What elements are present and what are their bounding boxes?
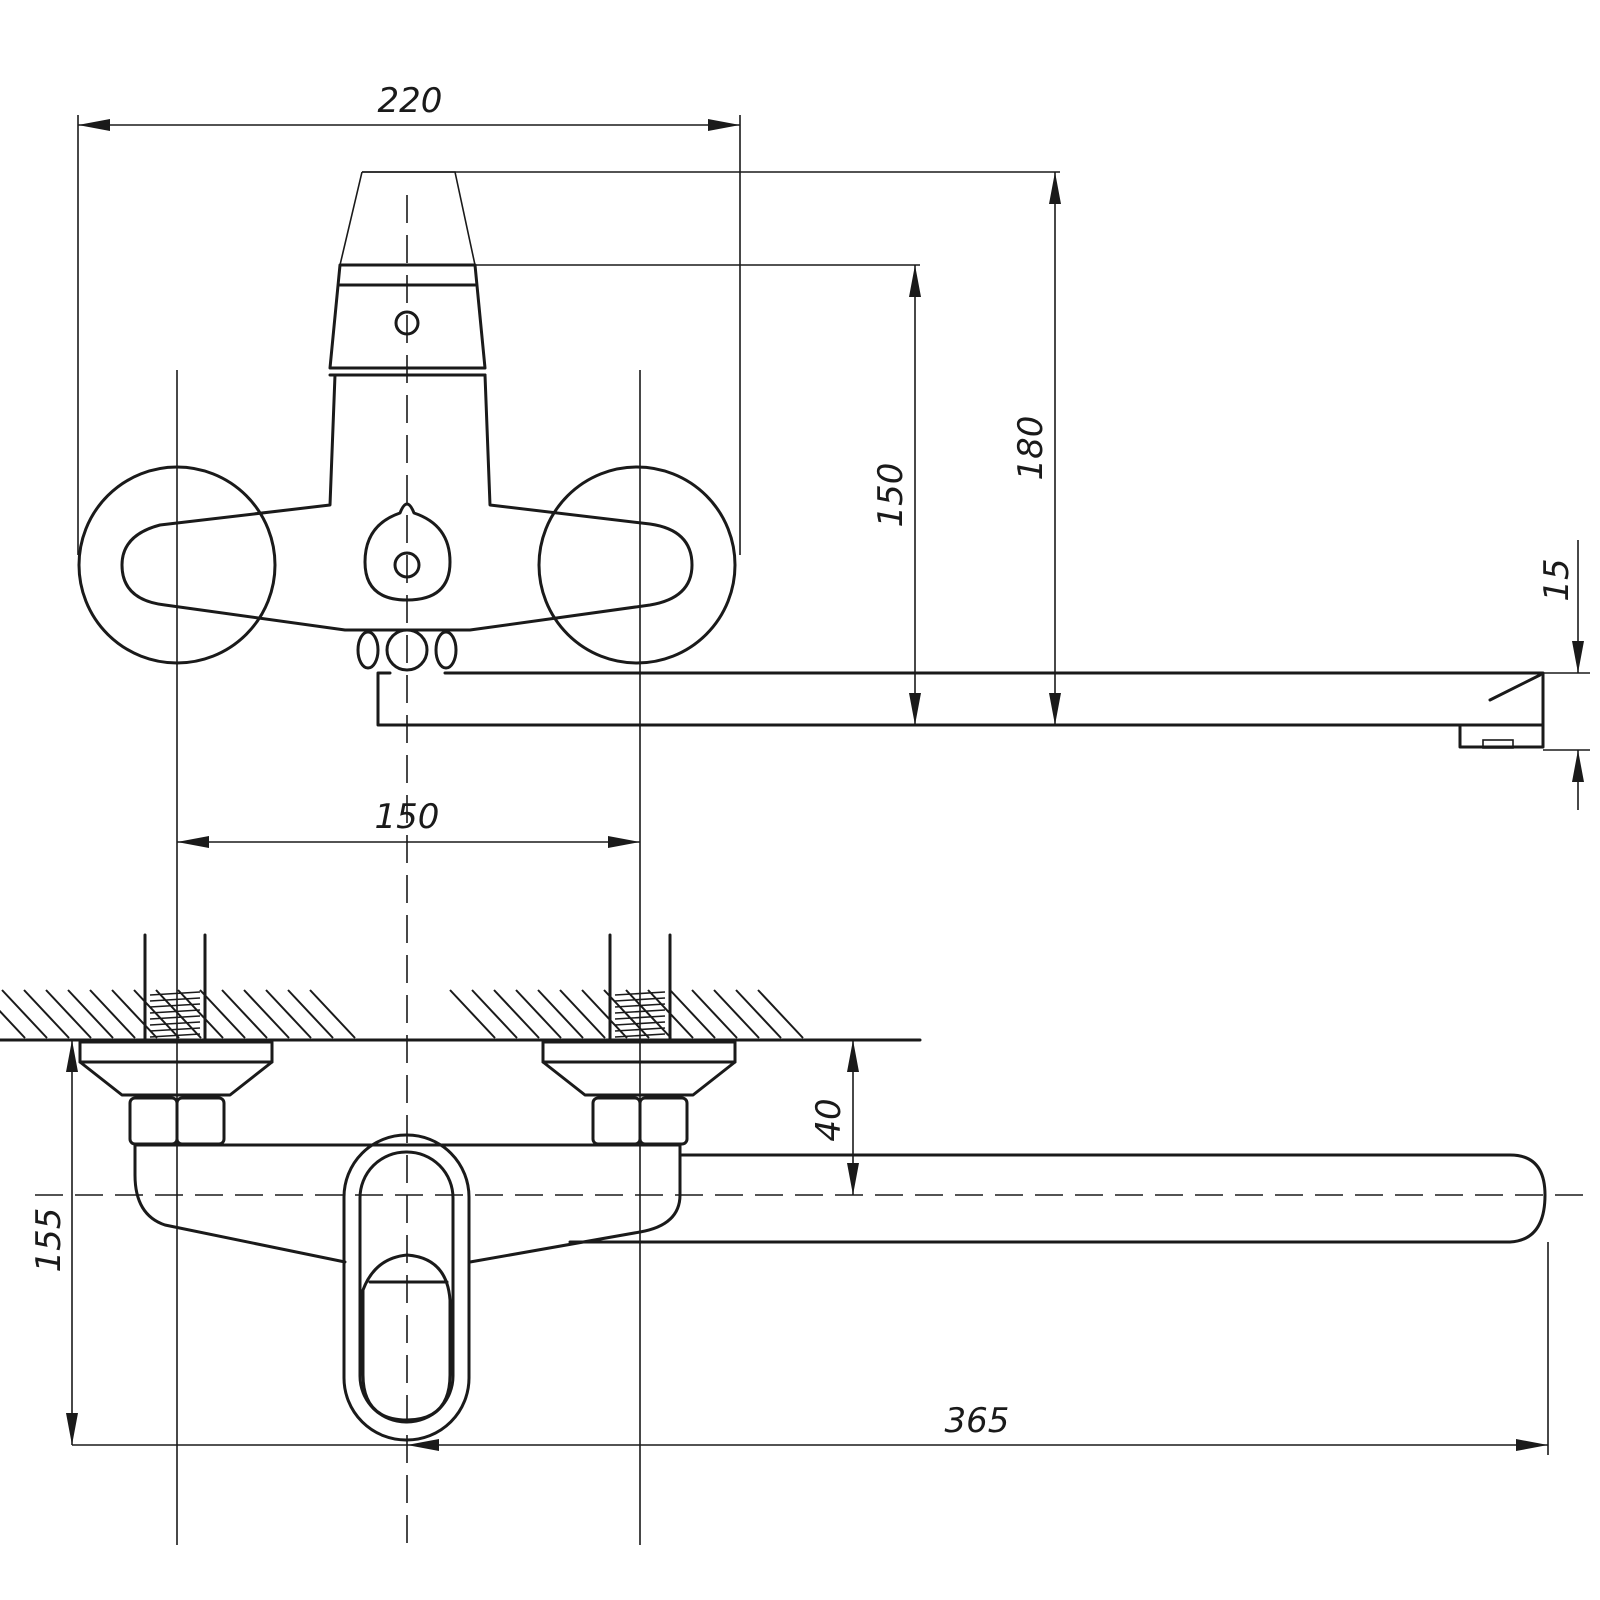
pipe-thread-line [614, 991, 666, 996]
dim-40-arrow-bottom [847, 1163, 859, 1195]
dim-155-arrow-bottom [66, 1413, 78, 1445]
wall-hatch-line [89, 989, 136, 1039]
dim-150-vert-arrow-bottom [909, 693, 921, 725]
right-flange [537, 465, 737, 665]
left-nut-b [175, 1096, 226, 1146]
spout-aerator-slot [1482, 739, 1514, 749]
pipe-thread-line [149, 1021, 201, 1026]
dim-40-arrow-top [847, 1040, 859, 1072]
right-nut-a [591, 1096, 642, 1146]
dim-150-vert-arrow-top [909, 265, 921, 297]
dim-180-arrow-bottom [1049, 693, 1061, 725]
swivel-nut-right [434, 630, 458, 670]
left-nut-a [128, 1096, 179, 1146]
dim-15-label: 15 [1537, 558, 1577, 601]
wall-hatch-line [471, 989, 518, 1039]
wall-hatch-line [625, 989, 672, 1039]
wall-hatching [0, 989, 804, 1039]
lever-grip [361, 1253, 452, 1422]
wall-hatch-line [713, 989, 760, 1039]
dim-180-arrow-top [1049, 172, 1061, 204]
mixer-body-plate [120, 373, 694, 632]
wall-hatch-line [45, 989, 92, 1039]
dim-220-label: 220 [378, 81, 443, 121]
left-escutcheon [78, 1040, 274, 1097]
lever-handle-inner [358, 1150, 455, 1424]
spout-top-view [376, 671, 1545, 727]
dim-155-arrow-top [66, 1040, 78, 1072]
pipe-thread-line [149, 1009, 201, 1014]
pipe-thread-line [149, 991, 201, 996]
swivel-nut-middle [385, 628, 429, 672]
dim-40-label: 40 [809, 1098, 849, 1141]
dim-220-arrow-right [708, 119, 740, 131]
wall-hatch-line [67, 989, 114, 1039]
wall-hatch-line [735, 989, 782, 1039]
wall-hatch-line [669, 989, 716, 1039]
right-nut-b [638, 1096, 689, 1146]
pipe-thread-line [149, 1003, 201, 1008]
dim-155-label: 155 [29, 1208, 69, 1273]
wall-hatch-line [537, 989, 584, 1039]
wall-hatch-line [155, 989, 202, 1039]
wall-hatch-line [493, 989, 540, 1039]
pipe-thread-line [614, 1033, 666, 1038]
lever-handle-outer [342, 1133, 471, 1442]
wall-hatch-line [691, 989, 738, 1039]
wall-hatch-line [757, 989, 804, 1039]
wall-hatch-line [559, 989, 606, 1039]
wall-hatch-line [0, 1009, 26, 1039]
dim-15-arrow-top [1572, 641, 1584, 673]
wall-hatch-line [177, 989, 224, 1039]
pipe-thread-line [614, 1027, 666, 1032]
wall-hatch-line [287, 989, 334, 1039]
spout-aerator-slope [1488, 673, 1542, 702]
dim-365-arrow-right [1516, 1439, 1548, 1451]
dim-365-arrow-left [407, 1439, 439, 1451]
center-lines [35, 195, 1595, 1545]
wall-hatch-line [265, 989, 312, 1039]
wall-hatch-line [1, 989, 48, 1039]
dim-150-vert-label: 150 [871, 463, 911, 528]
wall-hatch-line [515, 989, 562, 1039]
dim-150-horiz-label: 150 [375, 797, 440, 837]
wall-hatch-line [309, 989, 356, 1039]
wall-hatch-line [199, 989, 246, 1039]
dim-15-arrow-bottom [1572, 750, 1584, 782]
front-view [0, 933, 1547, 1442]
dim-150-horiz-arrow-right [608, 836, 640, 848]
wall-hatch-line [243, 989, 290, 1039]
dim-180-label: 180 [1011, 416, 1051, 481]
spout-front-view [568, 1153, 1547, 1244]
dim-220-arrow-left [78, 119, 110, 131]
wall-hatch-line [449, 989, 496, 1039]
pipe-thread-line [614, 1003, 666, 1008]
pipe-thread-line [614, 1021, 666, 1026]
pipe-thread-line [614, 997, 666, 1002]
spout-aerator [1458, 723, 1545, 749]
pipe-thread-line [149, 997, 201, 1002]
pipe-thread-line [149, 1033, 201, 1038]
wall-hatch-line [111, 989, 158, 1039]
right-escutcheon [541, 1040, 737, 1097]
mixer-body-front [133, 1143, 682, 1264]
dimensions: 220 150 180 15 150 40 155 [29, 81, 1590, 1455]
cartridge-housing [328, 263, 487, 370]
diverter-knob [363, 502, 452, 602]
pipe-threads [149, 991, 666, 1038]
pipe-thread-line [614, 1015, 666, 1020]
dim-365-label: 365 [945, 1401, 1010, 1441]
pipe-thread-line [149, 1015, 201, 1020]
pipe-thread-line [149, 1027, 201, 1032]
pipe-thread-line [614, 1009, 666, 1014]
wall-hatch-line [221, 989, 268, 1039]
wall-hatch-line [23, 989, 70, 1039]
swivel-nut-left [356, 630, 380, 670]
dim-150-horiz-arrow-left [177, 836, 209, 848]
top-view [77, 171, 1545, 749]
